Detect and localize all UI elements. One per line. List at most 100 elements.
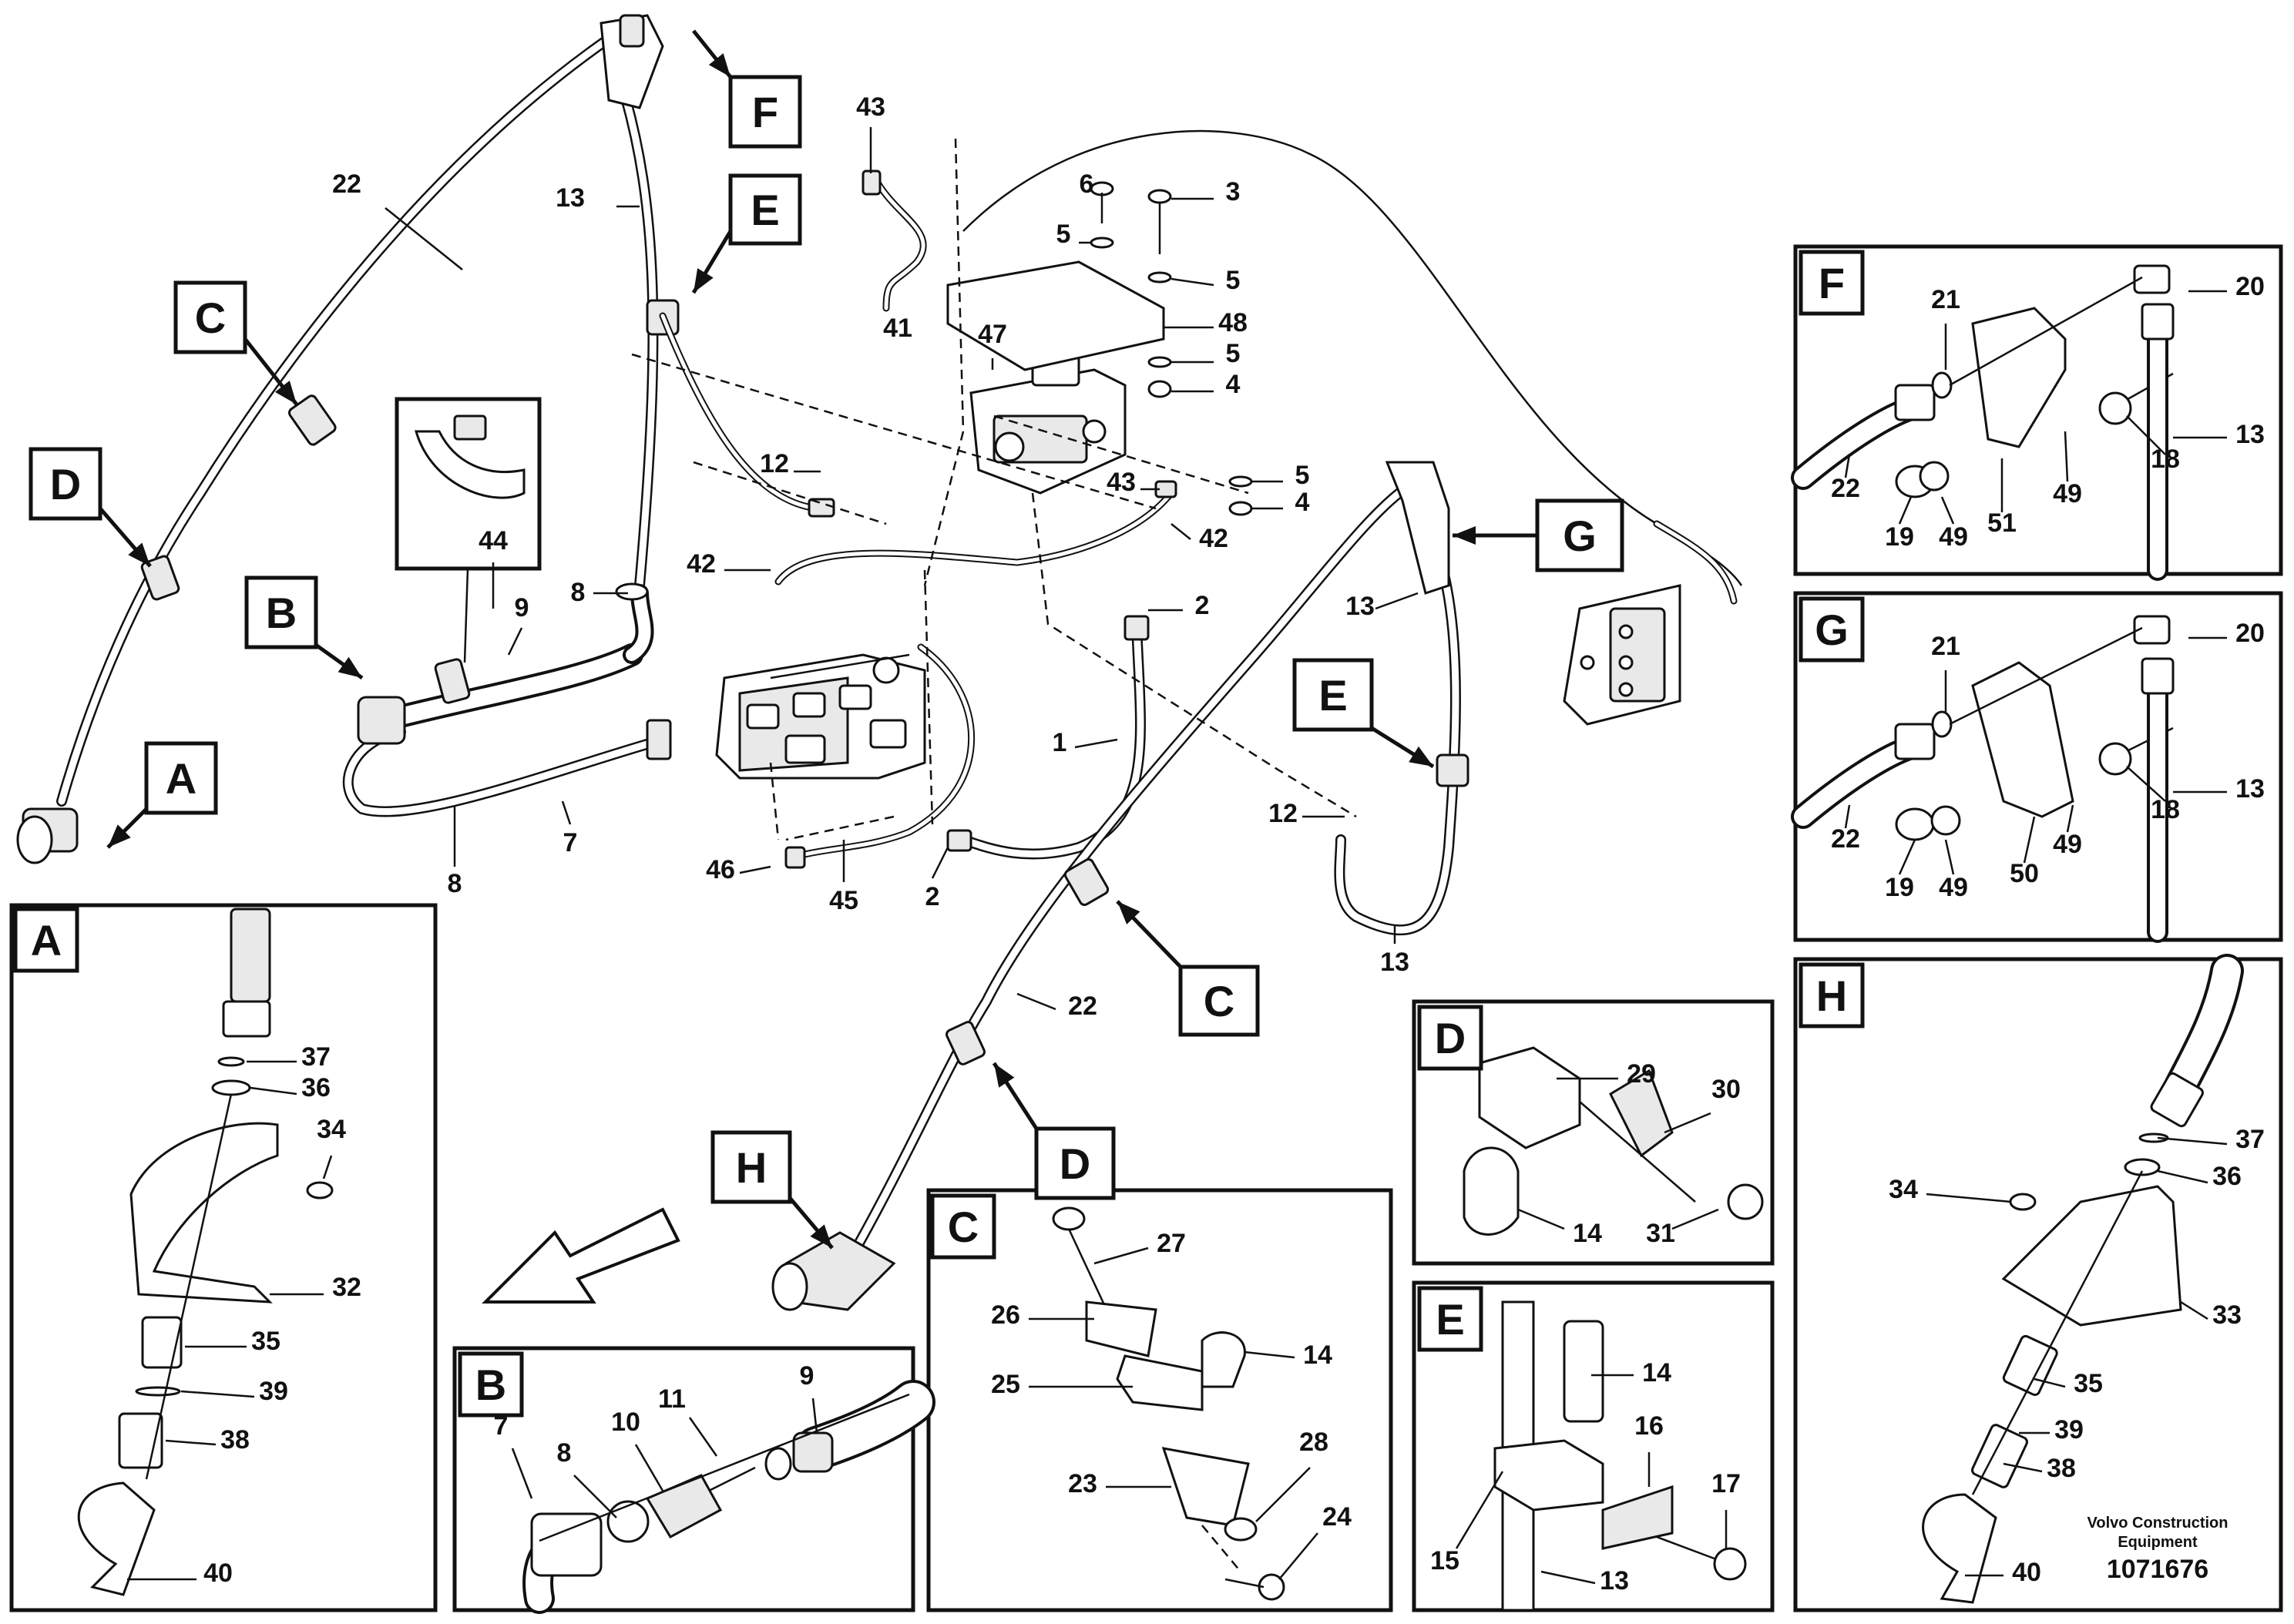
part-label-37: 37 [301,1042,331,1072]
leader-line [2023,816,2036,864]
callout-box [728,75,802,149]
part-label-7: 7 [494,1411,509,1441]
callout-letter: F [752,88,778,136]
part-label-12: 12 [1268,799,1298,828]
part-label-39: 39 [259,1377,288,1406]
part-label-34: 34 [1889,1175,1918,1204]
part-label-13: 13 [556,183,585,213]
leader-line [739,865,771,874]
part-label-36: 36 [2212,1162,2242,1191]
leader-line [1375,592,1419,610]
part-label-49: 49 [1939,873,1968,902]
part-label-29: 29 [1627,1059,1656,1089]
leader-line [385,207,463,270]
leader-line [1540,1570,1596,1585]
leader-line [1255,1467,1311,1522]
callout-g: G [1799,596,1865,663]
part-label-14: 14 [1642,1358,1671,1387]
callout-letter: D [1435,1014,1466,1062]
part-label-35: 35 [2074,1369,2103,1398]
leader-line [1664,1112,1711,1134]
part-label-42: 42 [1199,524,1228,553]
part-label-5: 5 [1226,339,1241,368]
callout-d: D [1417,1005,1483,1071]
leader-line [165,1439,217,1446]
callout-letter: E [751,186,779,234]
part-label-31: 31 [1646,1219,1675,1248]
callout-c: C [173,280,298,406]
callout-box [1535,498,1624,572]
part-label-15: 15 [1430,1546,1459,1575]
callout-e: E [1292,658,1435,769]
detail-c-parts [1052,1206,1285,1601]
part-label-7: 7 [563,828,578,857]
part-label-23: 23 [1068,1469,1097,1498]
detail-b-parts [522,1380,935,1614]
part-label-22: 22 [1831,824,1860,854]
part-label-13: 13 [2235,774,2265,804]
hose-22-right [842,480,1416,1269]
bolt-6 [1090,181,1114,249]
bolt-3 [1147,189,1172,398]
part-label-3: 3 [1226,177,1241,206]
callout-arrowhead [1117,901,1140,924]
main-assembly [16,14,1743,1311]
callout-letter: C [948,1203,979,1251]
leader-line [2126,766,2166,802]
leader-line [507,627,523,656]
part-label-13: 13 [1380,948,1409,977]
tube-assembly-7-9 [342,582,672,817]
part-label-1: 1 [1053,728,1067,757]
part-label-40: 40 [203,1559,233,1588]
callout-c: C [1116,900,1260,1037]
part-label-42: 42 [687,549,716,579]
part-label-25: 25 [991,1370,1020,1399]
part-label-11: 11 [658,1384,686,1414]
callout-arrowhead [694,268,714,293]
leader-line [1671,1208,1719,1230]
part-label-36: 36 [301,1073,331,1102]
leader-line [634,1444,664,1491]
part-label-18: 18 [2151,445,2180,474]
leader-line [1171,277,1214,287]
leader-line [2157,1136,2228,1146]
part-label-14: 14 [1303,1340,1332,1370]
callout-g: G [1453,498,1624,572]
clamp-d-right [945,1021,986,1065]
leader-line [1278,1532,1318,1580]
callout-arrowhead [128,542,150,566]
part-label-9: 9 [515,593,529,622]
part-label-5: 5 [1056,220,1071,249]
part-label-22: 22 [332,169,361,199]
callout-d: D [29,447,152,568]
leader-line [250,1086,297,1096]
clamp-c-right [1063,858,1110,906]
callout-e: E [691,173,802,294]
part-label-8: 8 [557,1438,572,1468]
callout-box [173,280,247,354]
part-label-16: 16 [1634,1411,1664,1441]
callout-arrowhead [108,824,131,847]
part-label-34: 34 [317,1115,346,1144]
callout-box [13,907,79,973]
callout-box [1417,1005,1483,1071]
leader-line [1171,523,1191,540]
brand-line-1: Volvo Construction [2087,1515,2229,1532]
part-label-13: 13 [2235,420,2265,449]
part-label-10: 10 [611,1408,640,1437]
callout-f: F [1799,250,1865,316]
fitting-a [16,807,79,864]
part-label-18: 18 [2151,795,2180,824]
part-label-22: 22 [1068,992,1097,1021]
callout-box [1799,596,1865,663]
part-label-50: 50 [2010,859,2039,888]
leader-line [1244,1351,1295,1359]
part-label-14: 14 [1573,1219,1602,1248]
part-label-2: 2 [1195,591,1210,620]
callout-letter: G [1815,606,1849,654]
leader-line [1844,804,1851,829]
detail-d-parts [1463,1046,1764,1236]
